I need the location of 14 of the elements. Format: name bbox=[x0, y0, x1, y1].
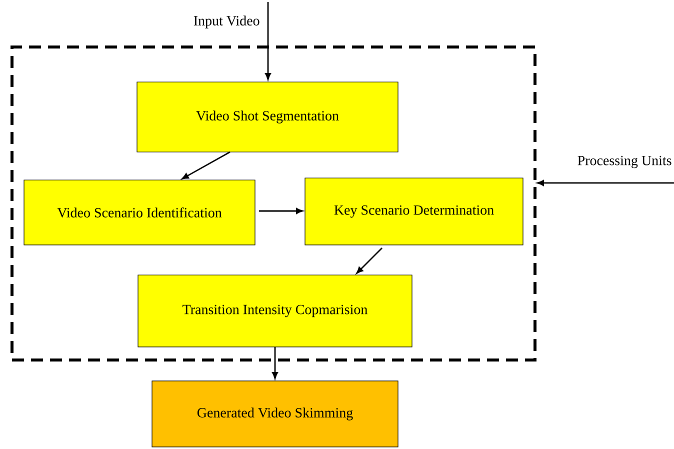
arrow-label: Processing Units bbox=[578, 156, 672, 168]
arrow-label: Input Video bbox=[194, 16, 260, 28]
dashed-region-box bbox=[10, 46, 536, 362]
arrow bbox=[259, 208, 303, 214]
process-box: Video Shot Segmentation bbox=[136, 82, 398, 152]
arrow bbox=[537, 180, 674, 186]
process-box: Transition Intensity Copmarision bbox=[138, 274, 412, 348]
process-box: Video Scenario Identification bbox=[24, 180, 256, 246]
arrow bbox=[182, 151, 230, 180]
process-box: Generated Video Skimming bbox=[152, 380, 398, 448]
arrow bbox=[356, 248, 382, 274]
process-box: Key Scenario Determination bbox=[304, 178, 524, 246]
arrow bbox=[265, 2, 271, 80]
arrow bbox=[272, 346, 278, 379]
